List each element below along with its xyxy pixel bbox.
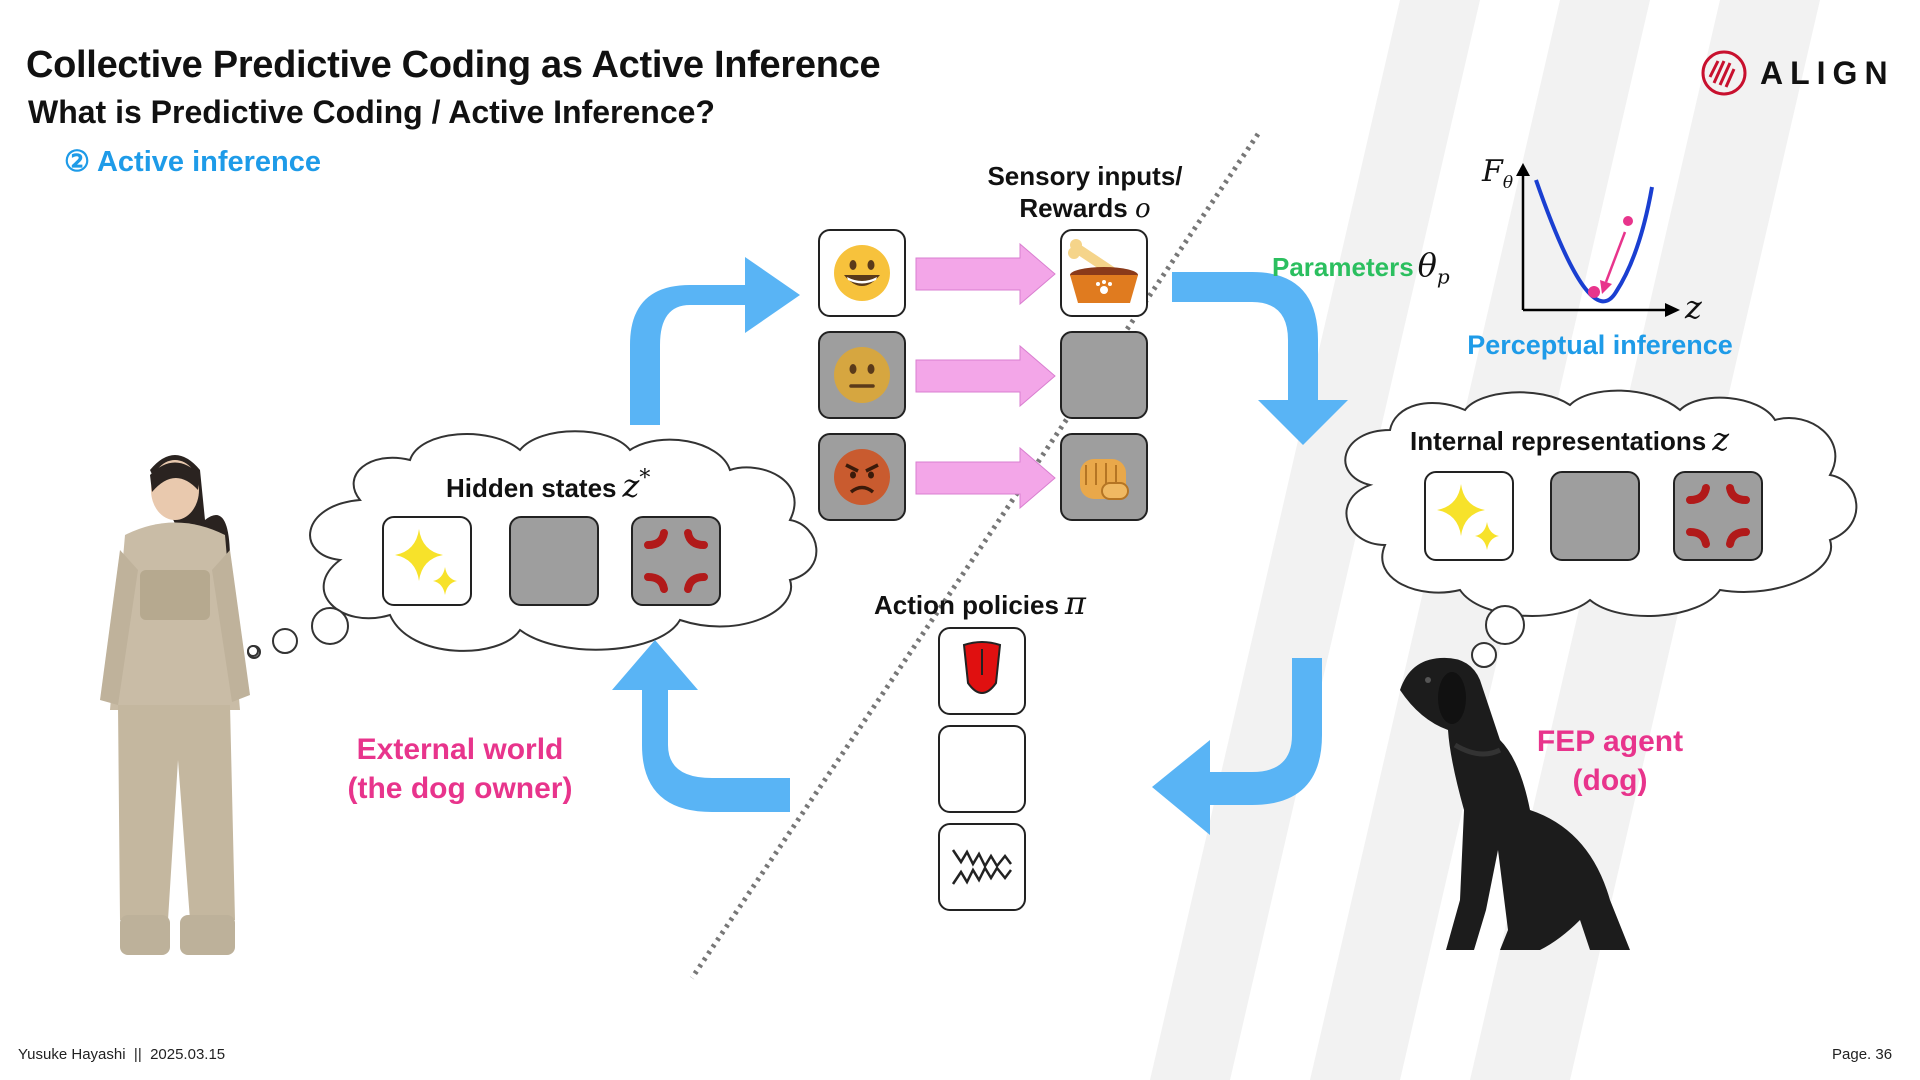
dog-image [1400,657,1630,950]
internal-empty-tile [1550,471,1640,561]
align-logo-text: ALIGN [1760,54,1895,91]
action-text: Action policies [874,590,1059,620]
section-heading: ② Active inference [64,146,322,178]
dog-owner-person-image [100,455,259,955]
teeth-icon [951,849,1012,885]
arrow-actions-to-world [612,640,790,812]
rewards-text: Rewards [1019,193,1128,223]
fist-icon [1080,459,1129,500]
fep-agent-line1: FEP agent [1536,725,1684,758]
theta-symbol: θ [1417,246,1437,284]
f-symbol: F [1482,154,1503,189]
free-energy-curve [1534,179,1654,304]
external-world-line2: (the dog owner) [347,772,573,805]
teeth-tile [938,823,1026,911]
z-star-superscript: * [639,466,651,491]
neutral-face-icon [834,347,890,403]
internal-representations-label: Internal representations z [1410,420,1729,458]
free-energy-axis-label: Fθ [1482,154,1513,193]
empty-sensory-tile [1060,331,1148,419]
hidden-empty-tile [509,516,599,606]
z-axis-label: z [1685,288,1702,326]
page-subtitle: What is Predictive Coding / Active Infer… [28,94,715,130]
action-policies-label: Action policies π [874,584,1086,622]
fist-tile [1060,433,1148,521]
footer-author-block: Yusuke Hayashi || 2025.03.15 [18,1046,225,1063]
parameters-symbol: θp [1418,246,1450,288]
align-logo: ALIGN [1700,48,1895,98]
sensory-label-line2: Rewards o [960,192,1210,225]
external-world-line1: External world [356,733,564,766]
footer-separator: || [133,1046,142,1063]
anger-symbol-icon [644,529,708,593]
external-world-label: External world (the dog owner) [320,730,600,808]
sparkles-icon [1437,484,1499,550]
hidden-sparkles-tile [382,516,472,606]
anger-symbol-icon [1686,484,1750,548]
footer-author: Yusuke Hayashi [18,1046,126,1063]
footer-page-number: Page. 36 [1832,1046,1893,1063]
empty-action-tile [938,725,1026,813]
pink-arrow-row1 [915,242,1056,306]
pink-arrow-row3 [915,446,1056,510]
neutral-face-tile [818,331,906,419]
free-energy-plot [1516,163,1680,317]
arrow-sensory-to-internal [1172,272,1348,445]
sensory-symbol: o [1134,194,1151,224]
fep-agent-label: FEP agent (dog) [1500,722,1720,800]
dog-food-bowl-icon [1068,239,1138,303]
dotted-divider [689,132,1261,980]
sensory-label-line1: Sensory inputs/ [987,161,1183,191]
hidden-states-label: Hidden states z* [446,466,650,505]
sparkles-icon [395,529,457,595]
perceptual-inference-label: Perceptual inference [1467,330,1733,360]
parameters-label: Parameters θp [1272,246,1450,288]
theta-subscript: p [1436,264,1450,289]
fep-agent-line2: (dog) [1572,764,1648,797]
hidden-anger-tile [631,516,721,606]
pink-arrows [915,242,1056,510]
angry-face-tile [818,433,906,521]
internal-anger-tile [1673,471,1763,561]
grinning-face-icon [834,245,890,301]
arrow-world-to-faces [630,257,800,425]
hidden-text: Hidden states [446,472,617,503]
footer-date: 2025.03.15 [150,1046,226,1063]
internal-symbol: z [1712,420,1730,458]
food-bowl-tile [1060,229,1148,317]
sensory-inputs-label: Sensory inputs/ Rewards o [960,160,1210,225]
internal-text: Internal representations [1410,426,1707,456]
parameters-text: Parameters [1272,252,1414,282]
arrow-internal-to-actions [1152,658,1322,835]
grinning-face-tile [818,229,906,317]
hidden-symbol: z* [623,466,651,505]
pink-arrow-row2 [915,344,1056,408]
angry-face-icon [834,449,890,505]
tongue-icon [962,641,1002,694]
f-subscript: θ [1502,173,1514,193]
tongue-tile [938,627,1026,715]
align-logo-mark-icon [1701,50,1747,96]
z-star-symbol: z [622,466,640,505]
page-title: Collective Predictive Coding as Active I… [26,44,881,86]
internal-sparkles-tile [1424,471,1514,561]
pi-symbol: π [1064,584,1086,622]
blue-flow-arrows [612,257,1348,835]
